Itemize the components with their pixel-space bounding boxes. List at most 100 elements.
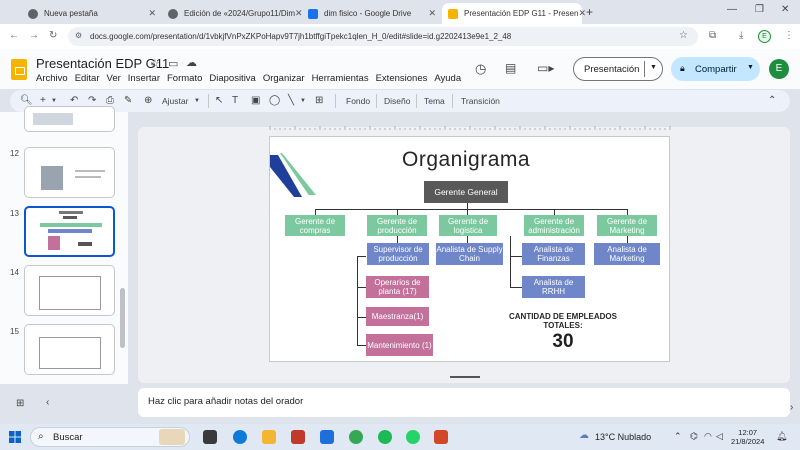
- file-explorer-icon[interactable]: [262, 430, 276, 444]
- forward-icon[interactable]: →: [29, 30, 39, 41]
- background-button[interactable]: Fondo: [346, 96, 371, 106]
- chevron-down-icon[interactable]: ▼: [194, 98, 200, 104]
- volume-icon[interactable]: ◁: [716, 431, 723, 441]
- menu-extensiones[interactable]: Extensiones: [375, 73, 428, 84]
- text-box-icon[interactable]: T: [232, 95, 239, 106]
- canvas-scroll-indicator[interactable]: [450, 376, 480, 378]
- cloud-status-icon[interactable]: ☁: [186, 57, 197, 69]
- meet-camera-icon[interactable]: ▭▸: [537, 61, 555, 75]
- theme-button[interactable]: Tema: [424, 96, 445, 106]
- collapse-filmstrip-icon[interactable]: ‹: [46, 397, 50, 408]
- move-folder-icon[interactable]: ▭: [168, 58, 179, 70]
- whatsapp-icon[interactable]: [406, 430, 420, 444]
- back-icon[interactable]: ←: [9, 30, 19, 41]
- document-title[interactable]: Presentación EDP G11: [36, 56, 170, 71]
- node-analista-supply-chain[interactable]: Analista de Supply Chain: [436, 243, 503, 265]
- taskbar-search[interactable]: ⌕ Buscar: [30, 427, 190, 447]
- line-icon[interactable]: ╲: [288, 95, 295, 106]
- speaker-notes[interactable]: Haz clic para añadir notas del orador: [138, 388, 790, 417]
- present-button[interactable]: Presentación ▼: [573, 57, 663, 81]
- node-operarios-planta[interactable]: Operarios de planta (17): [366, 276, 429, 298]
- new-tab-icon[interactable]: +: [586, 5, 594, 19]
- weather-widget[interactable]: 13°C Nublado: [595, 432, 652, 442]
- restore-icon[interactable]: ❐: [755, 4, 764, 15]
- close-icon[interactable]: ✕: [148, 8, 156, 18]
- account-avatar[interactable]: E: [769, 59, 789, 79]
- zoom-select[interactable]: Ajustar: [162, 96, 189, 106]
- menu-formato[interactable]: Formato: [167, 73, 203, 84]
- menu-organizar[interactable]: Organizar: [262, 73, 305, 84]
- address-bar[interactable]: ⚙ docs.google.com/presentation/d/1vbkjfV…: [68, 27, 698, 46]
- close-icon[interactable]: ✕: [295, 8, 303, 18]
- task-view-icon[interactable]: [203, 430, 217, 444]
- menu-diapositiva[interactable]: Diapositiva: [209, 73, 256, 84]
- node-gerente-marketing[interactable]: Gerente de Marketing: [597, 215, 657, 236]
- node-mantenimiento[interactable]: Mantenimiento (1): [366, 334, 433, 356]
- insert-comment-icon[interactable]: ⊞: [315, 95, 324, 106]
- node-analista-rrhh[interactable]: Analista de RRHH: [522, 276, 585, 298]
- slide-thumbnail[interactable]: [24, 324, 115, 375]
- redo-icon[interactable]: ↷: [88, 95, 97, 106]
- star-icon[interactable]: ☆: [150, 58, 160, 70]
- slide-thumbnail[interactable]: [24, 147, 115, 198]
- collapse-toolbar-icon[interactable]: ⌃: [768, 95, 777, 106]
- browser-menu-icon[interactable]: ⋮: [784, 30, 794, 41]
- tab-nueva-pestana[interactable]: Nueva pestaña ✕: [22, 3, 162, 24]
- system-clock[interactable]: 12:07 21/8/2024: [731, 428, 764, 446]
- tab-presentacion[interactable]: Presentación EDP G11 - Presen ✕: [442, 3, 586, 24]
- transition-button[interactable]: Transición: [461, 96, 500, 106]
- menu-ver[interactable]: Ver: [106, 73, 121, 84]
- windows-start-icon[interactable]: [9, 431, 21, 443]
- node-gerente-produccion[interactable]: Gerente de producción: [367, 215, 427, 236]
- share-button[interactable]: 🔒︎ Compartir ▼: [671, 57, 760, 81]
- profile-avatar[interactable]: E: [758, 30, 771, 43]
- close-icon[interactable]: ✕: [578, 8, 586, 18]
- chevron-down-icon[interactable]: ▼: [300, 98, 306, 104]
- shape-icon[interactable]: ◯: [269, 95, 281, 106]
- print-icon[interactable]: ⎙: [106, 95, 114, 106]
- mail-icon[interactable]: [320, 430, 334, 444]
- store-icon[interactable]: [291, 430, 305, 444]
- node-gerente-logistica[interactable]: Gerente de logistica: [439, 215, 497, 236]
- notifications-icon[interactable]: 🔔︎: [776, 431, 788, 441]
- slide-thumbnail[interactable]: [24, 265, 115, 316]
- zoom-icon[interactable]: ⊕: [144, 95, 153, 106]
- history-icon[interactable]: ◷: [475, 61, 487, 76]
- reload-icon[interactable]: ↻: [49, 30, 58, 41]
- tab-edicion[interactable]: Edición de «2024/Grupo11/Dim ✕: [162, 3, 303, 24]
- menu-insertar[interactable]: Insertar: [127, 73, 160, 84]
- slide-thumbnail-selected[interactable]: [24, 206, 115, 257]
- side-panel-icon[interactable]: ›: [790, 402, 794, 413]
- search-menus-icon[interactable]: 🔍︎: [20, 95, 33, 106]
- paint-format-icon[interactable]: ✎: [124, 95, 133, 106]
- chevron-down-icon[interactable]: ▼: [747, 64, 754, 71]
- filmstrip-scrollbar[interactable]: [120, 288, 125, 348]
- network-icon[interactable]: ⌬: [690, 431, 698, 441]
- slides-logo-icon[interactable]: [11, 59, 27, 80]
- window-close-icon[interactable]: ✕: [781, 4, 790, 15]
- powerpoint-icon[interactable]: [434, 430, 448, 444]
- close-icon[interactable]: ✕: [428, 8, 436, 18]
- tray-chevron-up-icon[interactable]: ⌃: [674, 431, 682, 441]
- node-gerente-administracion[interactable]: Gerente de administración: [524, 215, 584, 236]
- spotify-icon[interactable]: [378, 430, 392, 444]
- layout-button[interactable]: Diseño: [384, 96, 411, 106]
- chevron-down-icon[interactable]: ▼: [51, 98, 57, 104]
- edge-icon[interactable]: [233, 430, 247, 444]
- node-gerente-compras[interactable]: Gerente de compras: [285, 215, 345, 236]
- site-info-icon[interactable]: ⚙: [75, 31, 83, 40]
- node-analista-marketing[interactable]: Analista de Marketing: [594, 243, 660, 265]
- grid-view-icon[interactable]: ⊞: [16, 398, 25, 409]
- menu-herramientas[interactable]: Herramientas: [311, 73, 369, 84]
- download-icon[interactable]: ⤓: [739, 30, 744, 41]
- chevron-down-icon[interactable]: ▼: [650, 64, 657, 71]
- node-analista-finanzas[interactable]: Analista de Finanzas: [522, 243, 585, 265]
- extensions-icon[interactable]: ⧉: [709, 30, 717, 41]
- tab-drive[interactable]: dim fisico - Google Drive ✕: [302, 3, 442, 24]
- select-cursor-icon[interactable]: ↖: [215, 95, 224, 106]
- minimize-icon[interactable]: —: [727, 4, 737, 15]
- slide-organigrama[interactable]: Organigrama Gerente General Gerente de c…: [269, 136, 670, 362]
- menu-editar[interactable]: Editar: [74, 73, 100, 84]
- slide-thumbnail[interactable]: [24, 106, 115, 132]
- wifi-icon[interactable]: ◠: [704, 431, 712, 441]
